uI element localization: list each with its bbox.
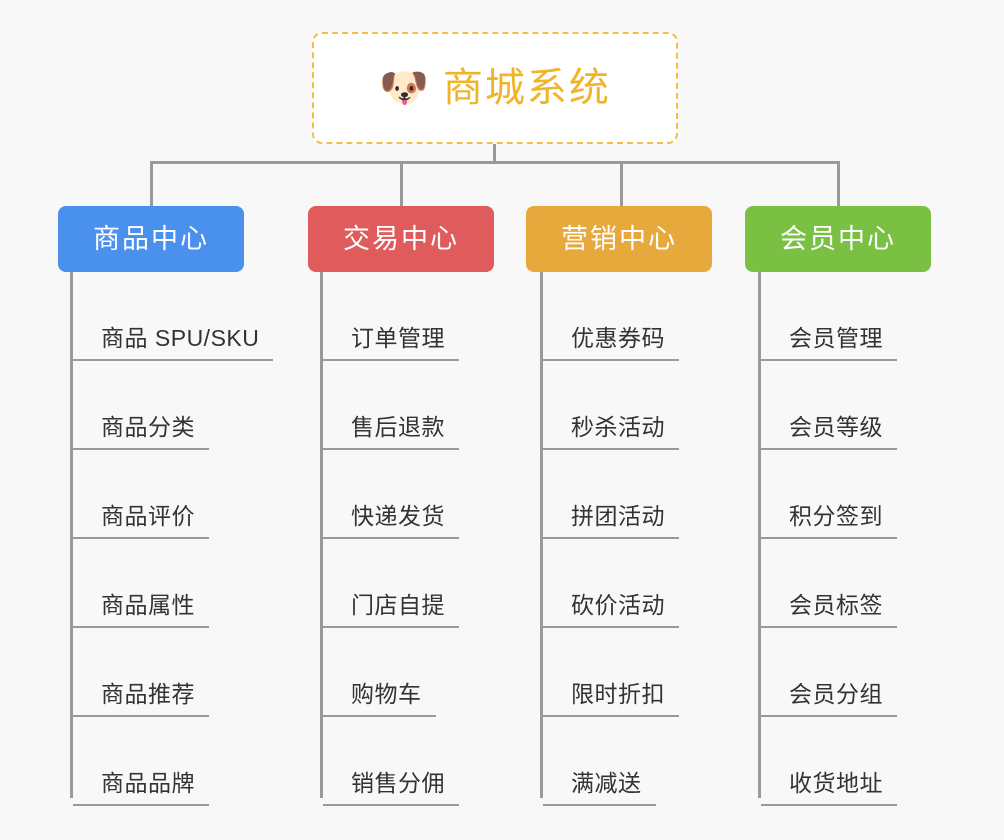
leaf-label: 商品分类 xyxy=(101,413,195,440)
leaf-label: 拼团活动 xyxy=(571,502,665,529)
list-item[interactable]: 收货地址 xyxy=(758,717,897,806)
list-item[interactable]: 砍价活动 xyxy=(540,539,679,628)
leaf-label: 售后退款 xyxy=(351,413,445,440)
list-item[interactable]: 秒杀活动 xyxy=(540,361,679,450)
list-item[interactable]: 会员分组 xyxy=(758,628,897,717)
connector-horizontal-bus xyxy=(150,161,840,164)
category-box-product-center[interactable]: 商品中心 xyxy=(58,206,244,272)
list-item[interactable]: 销售分佣 xyxy=(320,717,459,806)
category-label: 会员中心 xyxy=(780,223,896,254)
list-item[interactable]: 会员等级 xyxy=(758,361,897,450)
leaf-label: 商品推荐 xyxy=(101,680,195,707)
list-item[interactable]: 会员管理 xyxy=(758,272,897,361)
list-item[interactable]: 积分签到 xyxy=(758,450,897,539)
dog-face-icon: 🐶 xyxy=(379,66,429,110)
connector-drop-3 xyxy=(620,161,623,206)
leaf-label: 会员管理 xyxy=(789,324,883,351)
leaf-label: 商品 SPU/SKU xyxy=(101,324,260,351)
root-node-mall-system[interactable]: 🐶 商城系统 xyxy=(312,32,678,144)
list-item[interactable]: 优惠券码 xyxy=(540,272,679,361)
leaf-label: 商品评价 xyxy=(101,502,195,529)
connector-root-stem xyxy=(493,144,496,164)
list-item[interactable]: 商品属性 xyxy=(70,539,273,628)
list-item[interactable]: 购物车 xyxy=(320,628,459,717)
leaf-label: 订单管理 xyxy=(351,324,445,351)
list-item[interactable]: 拼团活动 xyxy=(540,450,679,539)
leaf-label: 会员等级 xyxy=(789,413,883,440)
branch-spine xyxy=(540,272,543,798)
category-label: 商品中心 xyxy=(93,223,209,254)
leaf-label: 砍价活动 xyxy=(571,591,665,618)
branch-member-center: 会员管理 会员等级 积分签到 会员标签 会员分组 收货地址 xyxy=(758,272,897,806)
category-box-member-center[interactable]: 会员中心 xyxy=(745,206,931,272)
category-label: 营销中心 xyxy=(561,223,677,254)
category-label: 交易中心 xyxy=(343,223,459,254)
connector-drop-2 xyxy=(400,161,403,206)
list-item[interactable]: 商品品牌 xyxy=(70,717,273,806)
branch-trade-center: 订单管理 售后退款 快递发货 门店自提 购物车 销售分佣 xyxy=(320,272,459,806)
list-item[interactable]: 售后退款 xyxy=(320,361,459,450)
branch-product-center: 商品 SPU/SKU 商品分类 商品评价 商品属性 商品推荐 商品品牌 xyxy=(70,272,274,806)
leaf-label: 快递发货 xyxy=(351,502,445,529)
leaf-label: 积分签到 xyxy=(789,502,883,529)
leaf-label: 商品品牌 xyxy=(101,769,195,796)
leaf-label: 秒杀活动 xyxy=(571,413,665,440)
branch-spine xyxy=(320,272,323,798)
connector-drop-1 xyxy=(150,161,153,206)
leaf-label: 销售分佣 xyxy=(351,769,445,796)
branch-marketing-center: 优惠券码 秒杀活动 拼团活动 砍价活动 限时折扣 满减送 xyxy=(540,272,679,806)
list-item[interactable]: 商品分类 xyxy=(70,361,273,450)
branch-spine xyxy=(758,272,761,798)
list-item[interactable]: 快递发货 xyxy=(320,450,459,539)
list-item[interactable]: 商品 SPU/SKU xyxy=(70,272,274,361)
list-item[interactable]: 满减送 xyxy=(540,717,679,806)
list-item[interactable]: 订单管理 xyxy=(320,272,459,361)
category-box-marketing-center[interactable]: 营销中心 xyxy=(526,206,712,272)
category-box-trade-center[interactable]: 交易中心 xyxy=(308,206,494,272)
list-item[interactable]: 会员标签 xyxy=(758,539,897,628)
leaf-label: 限时折扣 xyxy=(571,680,665,707)
leaf-label: 购物车 xyxy=(351,680,422,707)
connector-drop-4 xyxy=(837,161,840,206)
branch-spine xyxy=(70,272,73,798)
list-item[interactable]: 商品推荐 xyxy=(70,628,273,717)
leaf-label: 优惠券码 xyxy=(571,324,665,351)
list-item[interactable]: 限时折扣 xyxy=(540,628,679,717)
leaf-label: 门店自提 xyxy=(351,591,445,618)
leaf-label: 满减送 xyxy=(571,769,642,796)
leaf-label: 会员标签 xyxy=(789,591,883,618)
root-node-title: 商城系统 xyxy=(442,66,611,110)
leaf-label: 会员分组 xyxy=(789,680,883,707)
list-item[interactable]: 门店自提 xyxy=(320,539,459,628)
leaf-label: 收货地址 xyxy=(789,769,883,796)
leaf-label: 商品属性 xyxy=(101,591,195,618)
list-item[interactable]: 商品评价 xyxy=(70,450,273,539)
